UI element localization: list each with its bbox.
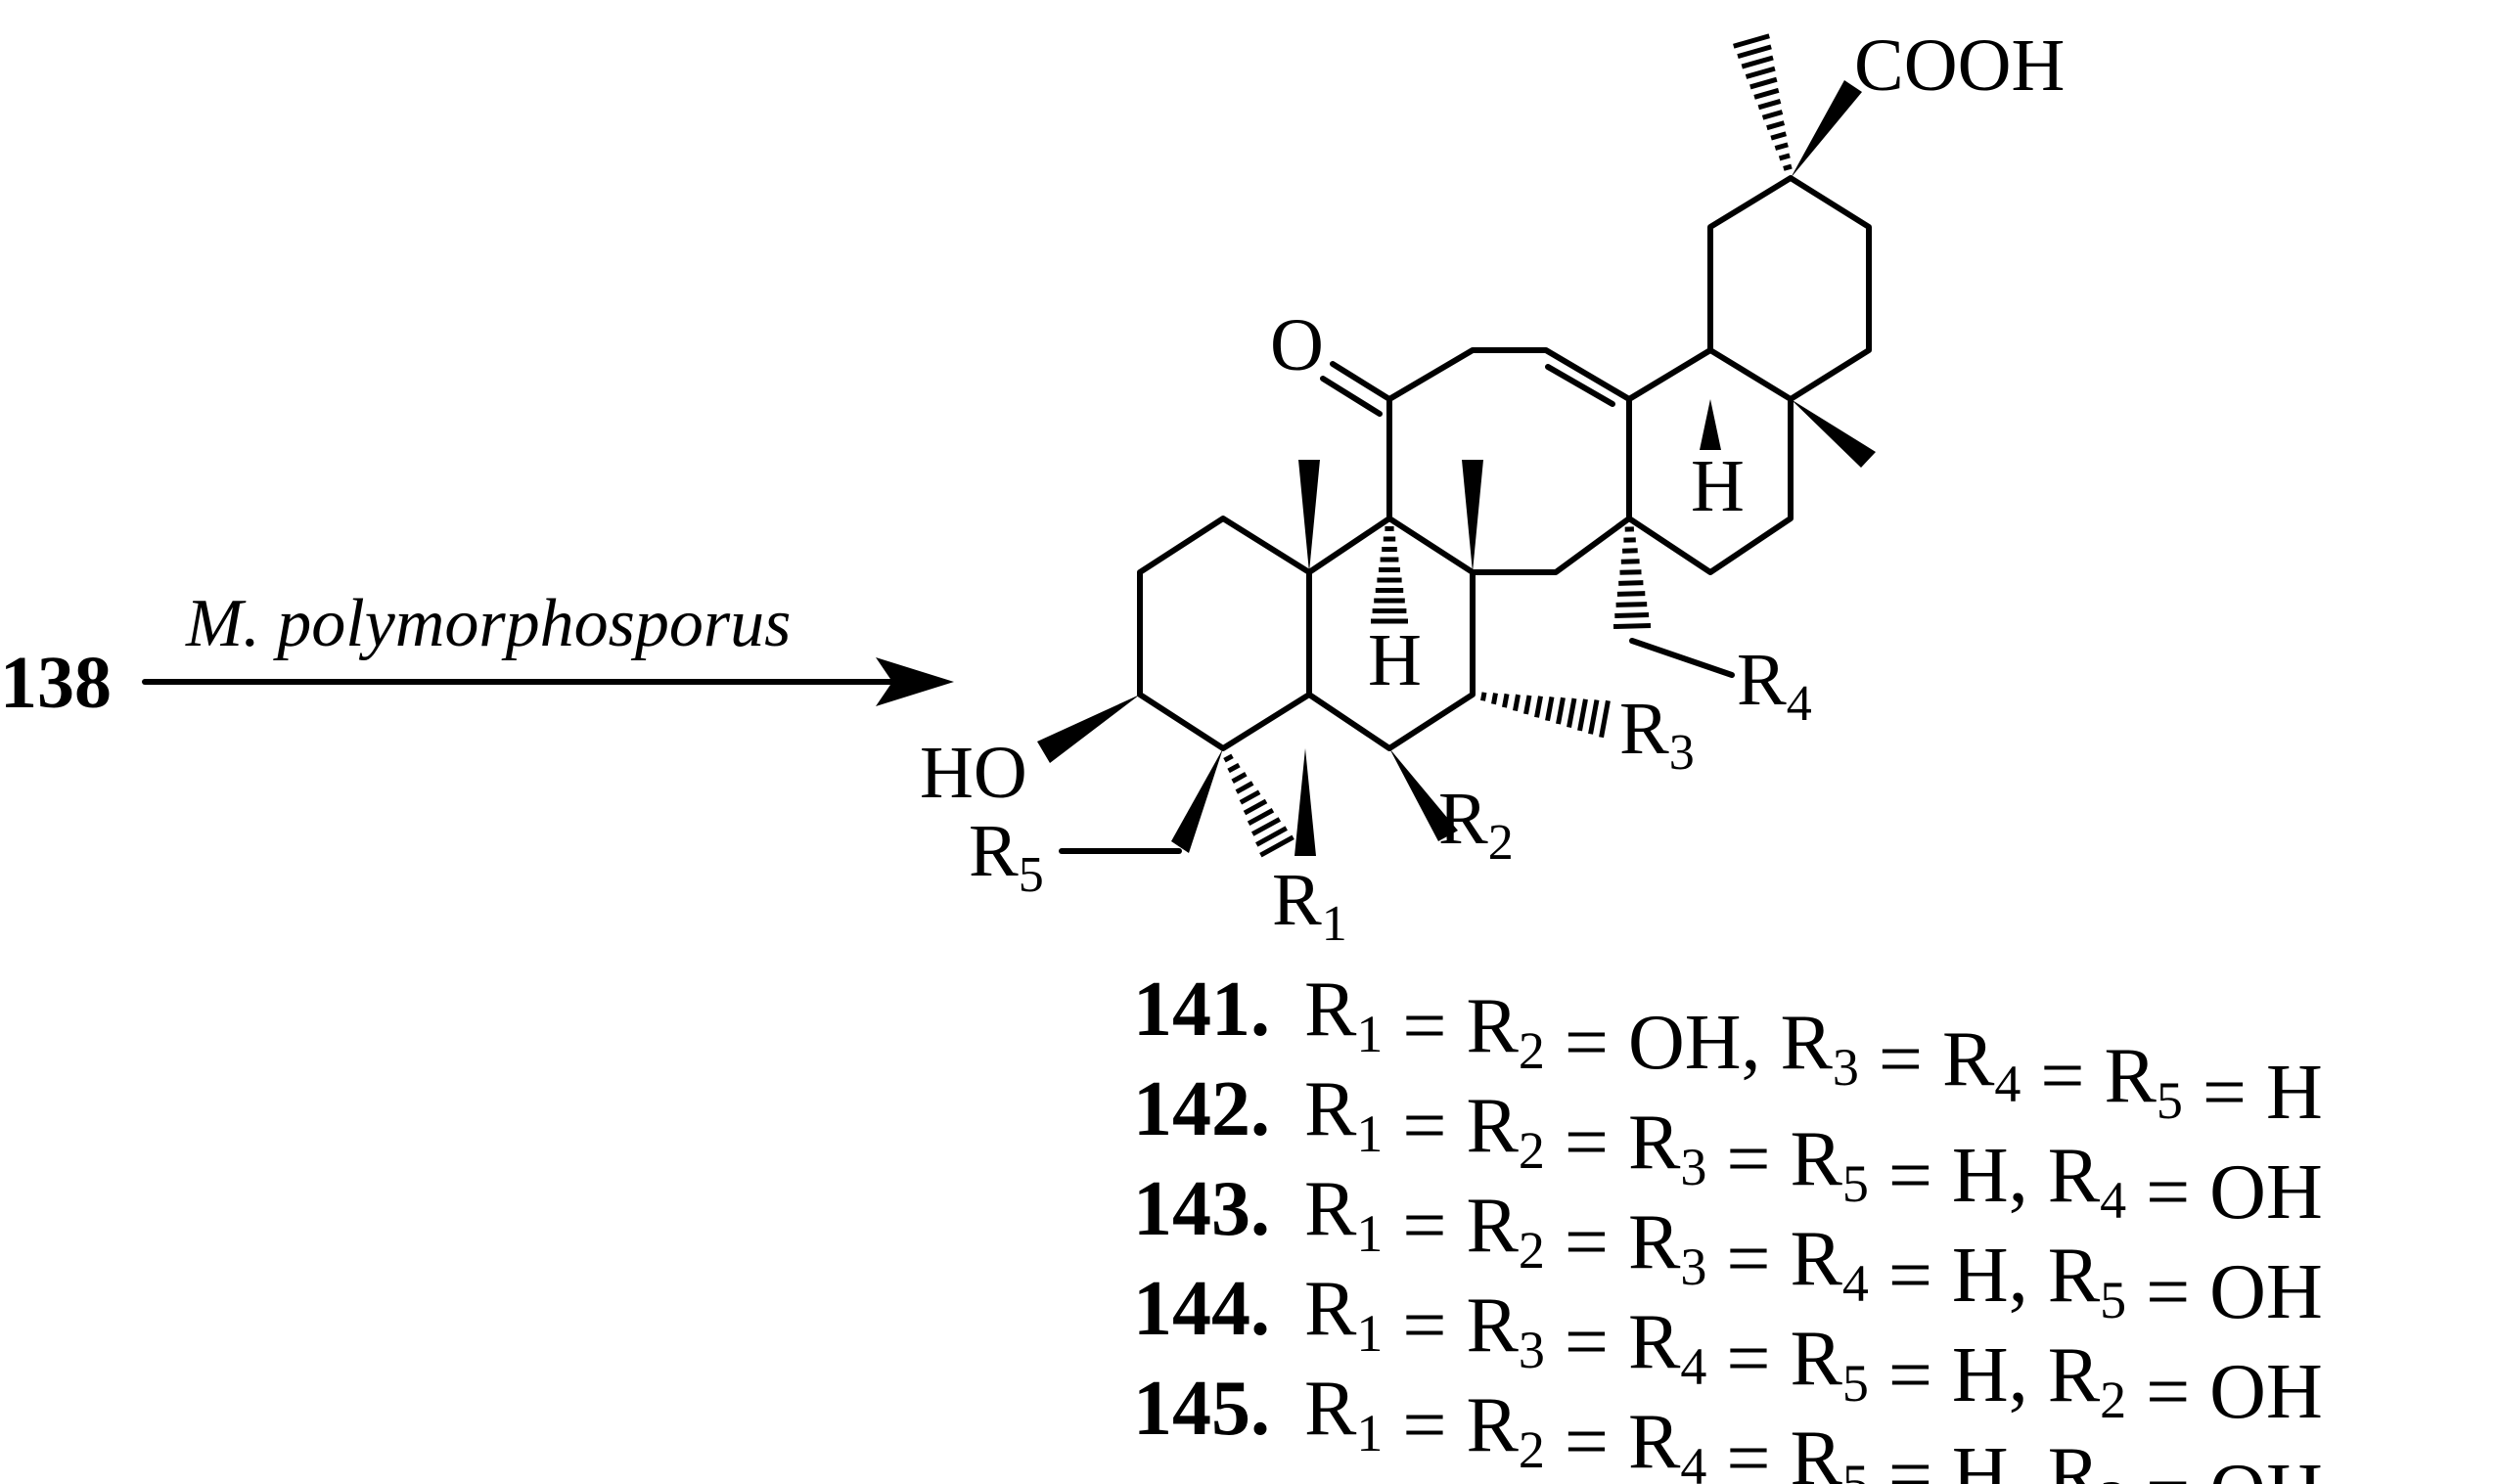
product-number: 144. — [1133, 1266, 1270, 1352]
hash-stroke — [1250, 817, 1282, 836]
hash-c4-me — [1223, 753, 1294, 858]
hash-stroke — [1259, 834, 1294, 858]
hash-stroke — [1502, 693, 1510, 708]
product-definition: R1 = R3 = R4 = R5 = H, R2 = OH — [1304, 1266, 2323, 1435]
hash-stroke — [1757, 99, 1782, 111]
ketone-bond-1 — [1330, 361, 1392, 402]
hash-stroke — [1761, 110, 1784, 120]
wedge-bonds — [1037, 80, 1876, 856]
wedge-c20-cooh — [1791, 80, 1862, 178]
arrow-head — [876, 657, 954, 706]
wedge-c17-me — [1791, 399, 1876, 468]
product-row: 142. R1 = R2 = R3 = R5 = H, R4 = OH — [1133, 1066, 2323, 1236]
hash-stroke — [1567, 697, 1577, 728]
hash-stroke — [1770, 131, 1787, 141]
molecule-skeleton — [1059, 175, 1872, 854]
wedge-c18-h — [1700, 399, 1721, 450]
h9-label: H — [1368, 619, 1422, 701]
hash-stroke — [1577, 698, 1588, 732]
cooh-label: COOH — [1854, 24, 2065, 107]
hash-stroke — [1239, 789, 1261, 805]
r4-label: R4 — [1737, 639, 1812, 732]
wedge-c10-me — [1298, 460, 1320, 572]
atom-labels: COOH O HO H H R1 R2 R3 R4 R5 — [920, 24, 2065, 952]
h18-label: H — [1691, 445, 1745, 527]
hash-stroke — [1753, 87, 1780, 100]
substrate-label: 138 — [0, 642, 112, 724]
hash-stroke — [1231, 772, 1248, 784]
hash-stroke — [1235, 781, 1254, 794]
hash-stroke — [1737, 44, 1772, 60]
hash-stroke — [1534, 696, 1543, 718]
hash-stroke — [1766, 120, 1786, 131]
c14-ch2-bond — [1629, 638, 1735, 678]
ketone-bond-2 — [1320, 376, 1383, 417]
product-definition: R1 = R2 = OH, R3 = R4 = R5 = H — [1304, 967, 2323, 1136]
ring-c — [1386, 347, 1632, 575]
wedge-c3-oh — [1037, 695, 1140, 763]
product-row: 144. R1 = R3 = R4 = R5 = H, R2 = OH — [1133, 1266, 2323, 1435]
product-number: 145. — [1133, 1366, 1270, 1452]
hash-stroke — [1783, 163, 1793, 171]
hash-stroke — [1749, 76, 1778, 90]
product-list: 141. R1 = R2 = OH, R3 = R4 = R5 = H 142. R1… — [1133, 967, 2323, 1484]
r5-label: R5 — [969, 810, 1044, 903]
wedge-c8-me — [1462, 460, 1483, 572]
hash-stroke — [1255, 826, 1288, 847]
hash-stroke — [1612, 622, 1652, 630]
hash-stroke — [1227, 762, 1241, 774]
product-number: 143. — [1133, 1166, 1270, 1252]
hash-stroke — [1513, 694, 1521, 711]
hash-stroke — [1741, 55, 1774, 69]
ring-b — [1306, 516, 1476, 751]
hash-stroke — [1614, 612, 1650, 618]
hash-stroke — [1619, 569, 1642, 575]
product-row: 141. R1 = R2 = OH, R3 = R4 = R5 = H — [1133, 967, 2323, 1136]
hash-stroke — [1745, 66, 1776, 79]
hash-stroke — [1733, 33, 1770, 49]
hash-stroke — [1480, 692, 1487, 701]
hydroxyl-label: HO — [920, 732, 1027, 814]
hash-stroke — [1247, 807, 1275, 827]
r1-label: R1 — [1272, 859, 1347, 952]
hash-stroke — [1243, 798, 1268, 816]
hash-stroke — [1588, 699, 1600, 735]
product-row: 143. R1 = R2 = R3 = R4 = H, R5 = OH — [1133, 1166, 2323, 1335]
product-number: 141. — [1133, 967, 1270, 1053]
wedge-c6-r1 — [1294, 748, 1316, 856]
ring-e — [1707, 175, 1872, 402]
hash-stroke — [1545, 697, 1555, 722]
hash-c14-ch2 — [1612, 526, 1652, 630]
organism-label: M. polymorphosporus — [185, 586, 791, 661]
hash-c9-h — [1371, 526, 1408, 624]
hash-c7-r3 — [1480, 692, 1611, 739]
reaction-arrow-group: 138 M. polymorphosporus — [0, 586, 954, 724]
r2-label: R2 — [1438, 778, 1514, 871]
hashed-bonds — [1223, 33, 1793, 858]
hash-stroke — [1523, 695, 1532, 715]
wedge-c7-r2 — [1389, 748, 1458, 841]
product-definition: R1 = R2 = R3 = R5 = H, R4 = OH — [1304, 1066, 2323, 1236]
hash-c20-me — [1733, 33, 1793, 171]
hash-stroke — [1778, 153, 1791, 161]
wedge-c4-ch2 — [1171, 748, 1223, 853]
hash-stroke — [1616, 591, 1646, 597]
product-definition: R1 = R2 = R3 = R4 = H, R5 = OH — [1304, 1166, 2323, 1335]
r3-label: R3 — [1619, 688, 1695, 781]
hash-stroke — [1223, 753, 1234, 763]
double-bond-c12-c13 — [1545, 364, 1615, 407]
ketone-oxygen-label: O — [1270, 304, 1324, 386]
hash-stroke — [1491, 693, 1498, 705]
hash-stroke — [1556, 697, 1566, 725]
ring-d — [1626, 347, 1794, 575]
ring-a — [1137, 516, 1312, 751]
hash-stroke — [1599, 699, 1611, 739]
product-definition: R1 = R2 = R4 = R5 = H, R3 = OH — [1304, 1366, 2323, 1484]
product-row: 145. R1 = R2 = R4 = R5 = H, R3 = OH — [1133, 1366, 2323, 1484]
hash-stroke — [1615, 602, 1648, 607]
hash-stroke — [1618, 580, 1644, 586]
hash-stroke — [1774, 142, 1789, 151]
product-number: 142. — [1133, 1066, 1270, 1152]
